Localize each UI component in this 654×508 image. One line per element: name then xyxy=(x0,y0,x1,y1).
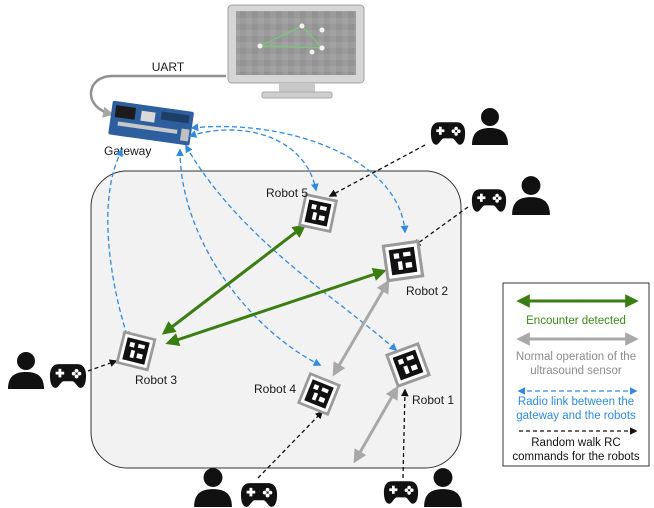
legend-ultrasound-text-2: ultrasound sensor xyxy=(530,365,622,377)
legend-ultrasound-text-1: Normal operation of the xyxy=(516,351,636,363)
ultrasound-links xyxy=(332,279,399,464)
rc-links xyxy=(87,144,469,479)
robot-3: Robot 3 xyxy=(115,330,177,387)
rc-link-robot3 xyxy=(87,359,118,372)
arena xyxy=(90,170,462,469)
robot-3-label: Robot 3 xyxy=(135,373,177,387)
legend-radio-text-2: gateway and the robots xyxy=(516,410,636,422)
gamepad-icon xyxy=(49,364,87,388)
ultrasound-robot1 xyxy=(353,385,399,464)
gateway-board-icon xyxy=(108,100,194,146)
legend-rc-text-1: Random walk RC xyxy=(531,437,620,449)
operator-right xyxy=(471,176,550,215)
gamepad-icon xyxy=(430,122,466,145)
robot-5: Robot 5 xyxy=(266,186,339,234)
robot-1: Robot 1 xyxy=(384,341,454,407)
legend-rc-text-2: commands for the robots xyxy=(512,451,639,463)
legend-encounter-text: Encounter detected xyxy=(526,315,626,327)
operator-bottom-left xyxy=(194,468,278,507)
uart-label: UART xyxy=(152,60,185,74)
person-icon xyxy=(472,108,508,145)
operator-top xyxy=(430,108,508,145)
robot-5-label: Robot 5 xyxy=(266,186,308,200)
person-icon xyxy=(424,468,462,507)
gamepad-icon xyxy=(471,189,507,212)
person-icon xyxy=(8,352,44,389)
radio-link-robot1 xyxy=(185,144,398,352)
robot-1-label: Robot 1 xyxy=(412,393,454,407)
legend: Encounter detected Normal operation of t… xyxy=(502,282,650,467)
uart-link xyxy=(89,74,226,118)
person-icon xyxy=(194,468,232,507)
robot-2: Robot 2 xyxy=(381,239,448,298)
person-icon xyxy=(512,176,550,215)
radio-link-robot3 xyxy=(107,148,130,340)
rc-link-robot4 xyxy=(257,410,324,479)
rc-link-robot5 xyxy=(328,144,426,197)
ultrasound-robot2-robot4 xyxy=(332,279,390,377)
legend-radio-text-1: Radio link between the xyxy=(518,396,634,408)
robot-2-label: Robot 2 xyxy=(406,284,448,298)
monitor-icon xyxy=(227,4,365,99)
operator-bottom-right xyxy=(383,468,462,507)
gamepad-icon xyxy=(383,481,419,504)
robot-4-label: Robot 4 xyxy=(254,382,296,396)
robot-marker-icon xyxy=(381,239,425,283)
rc-link-robot1 xyxy=(400,388,409,479)
operator-left xyxy=(8,352,87,389)
gamepad-icon xyxy=(240,483,278,507)
robot-4: Robot 4 xyxy=(254,371,342,417)
gateway-label: Gateway xyxy=(104,144,151,158)
